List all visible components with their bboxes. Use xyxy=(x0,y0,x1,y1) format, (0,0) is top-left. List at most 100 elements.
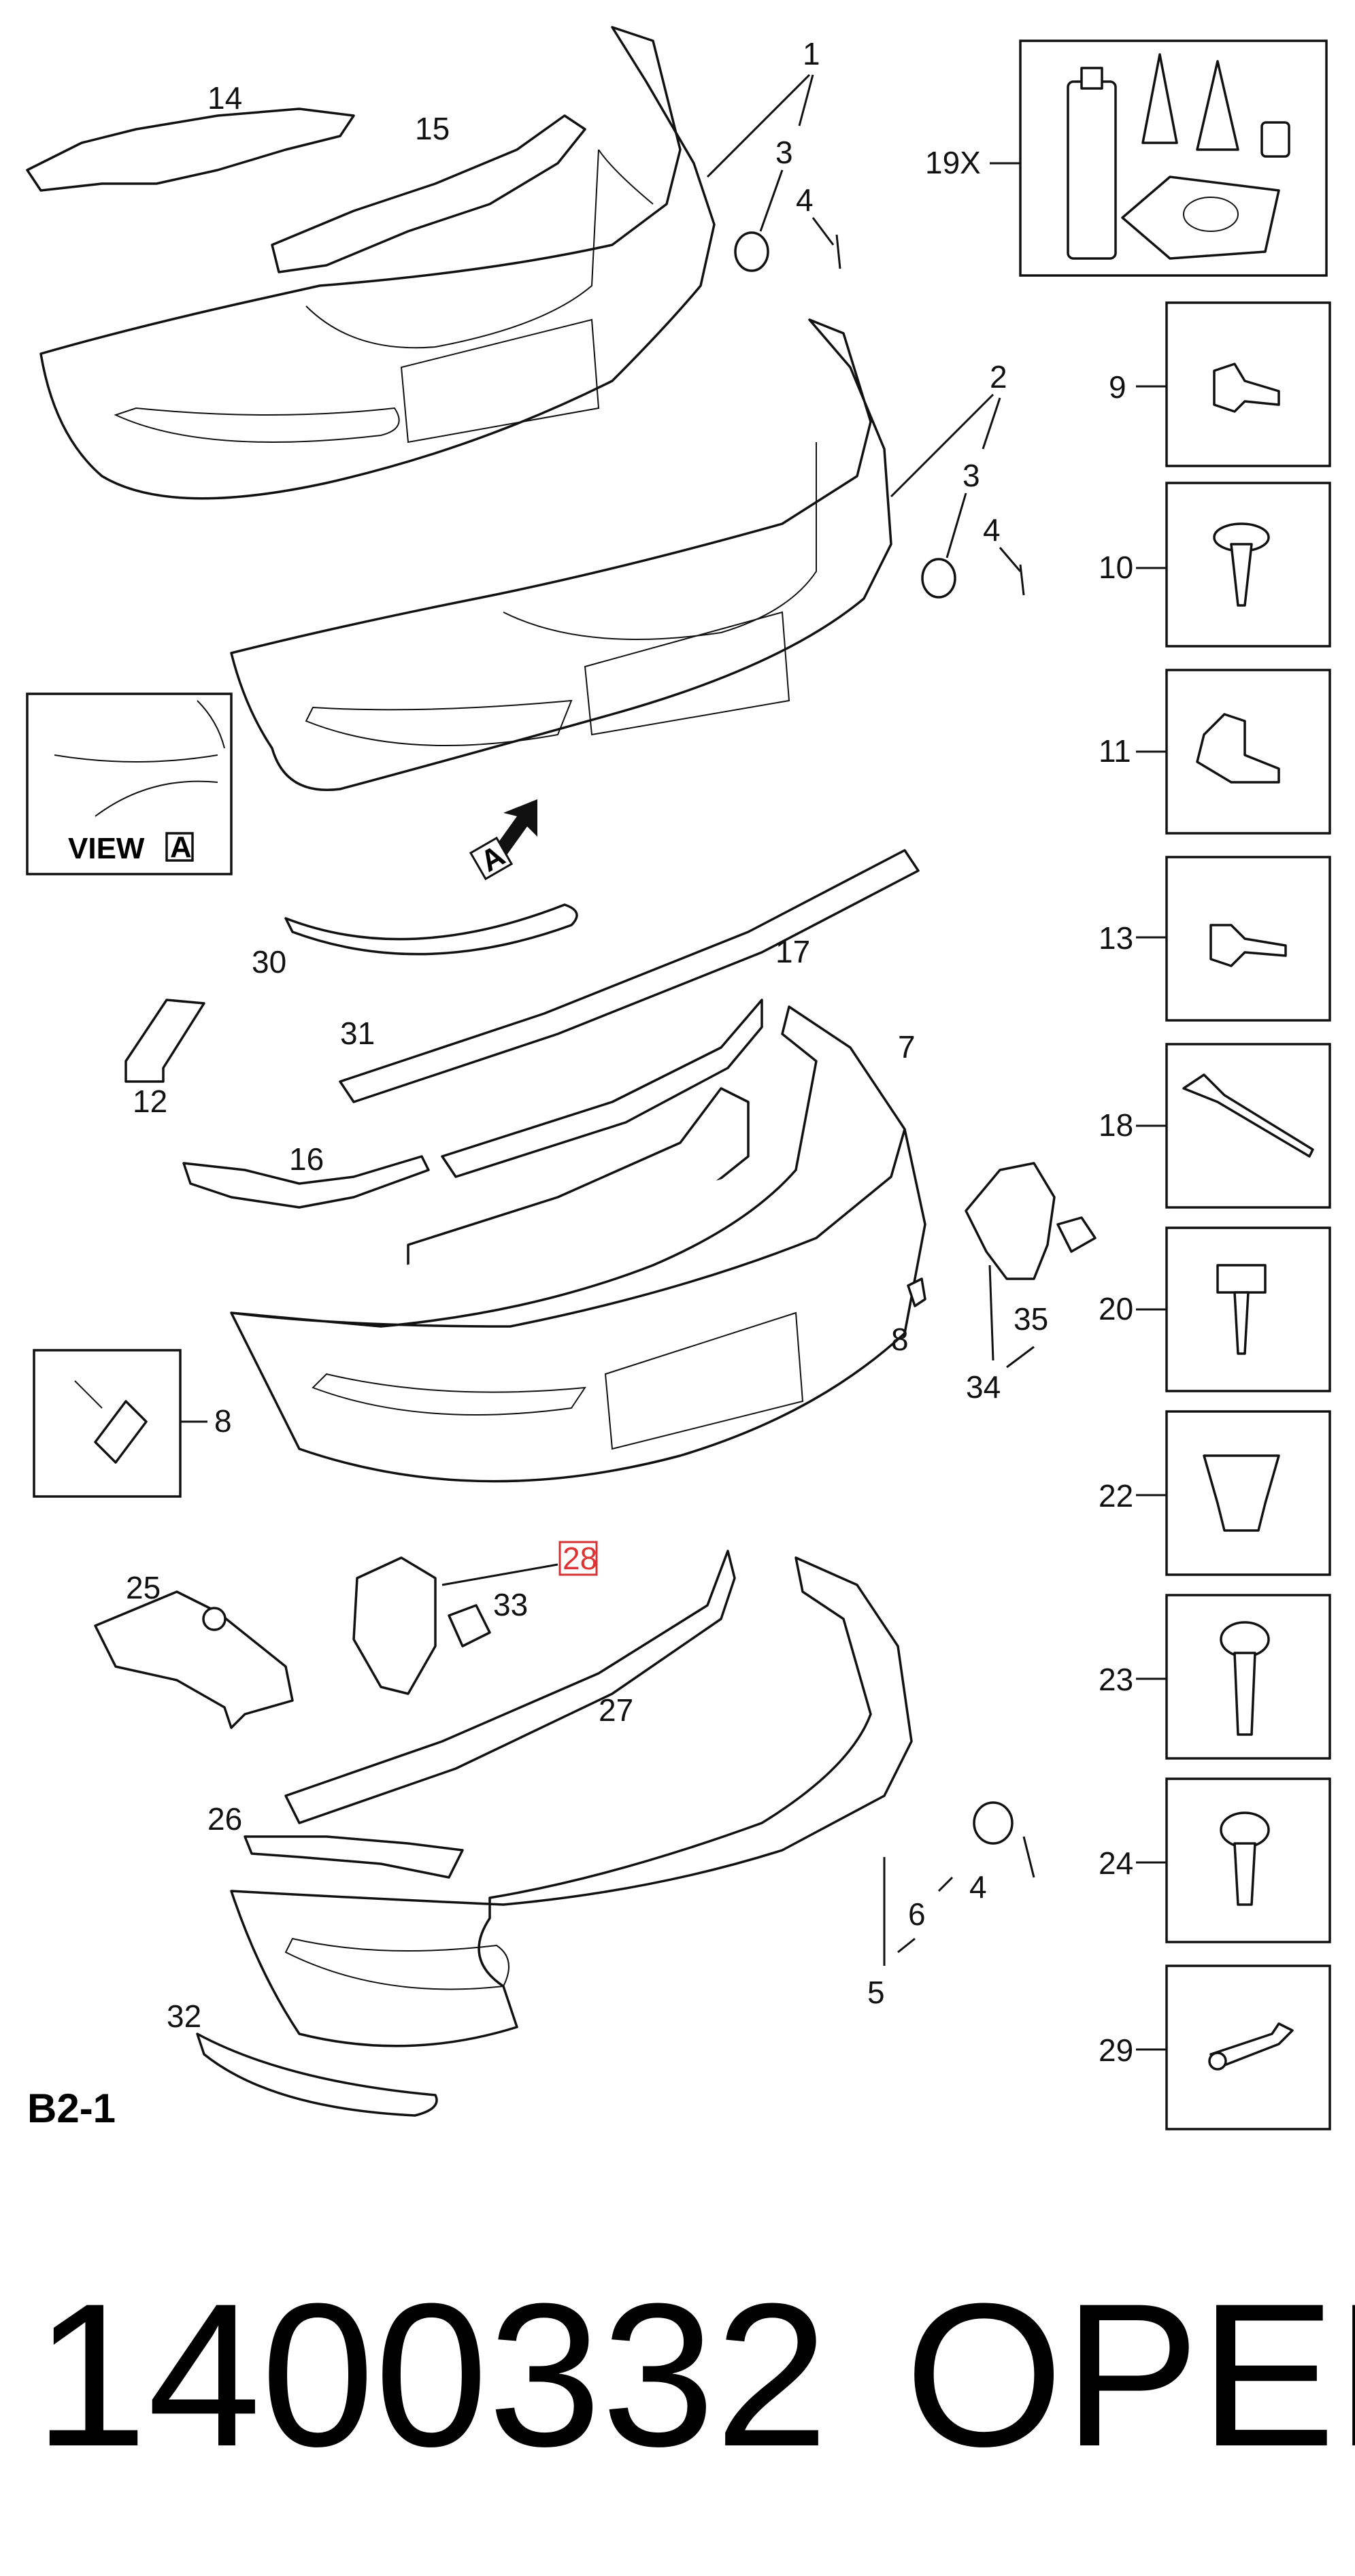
callout-10: 10 xyxy=(1099,550,1167,585)
callout-23: 23 xyxy=(1099,1662,1167,1697)
bumper-cover-lower[interactable] xyxy=(230,1556,913,2047)
svg-text:2: 2 xyxy=(990,359,1007,395)
svg-text:9: 9 xyxy=(1109,369,1126,405)
svg-text:8: 8 xyxy=(214,1403,232,1439)
callout-27-label: 27 xyxy=(599,1692,633,1728)
clip-35[interactable] xyxy=(1056,1216,1097,1253)
bumper-cover-7[interactable] xyxy=(230,1005,926,1483)
clip-4-lower[interactable] xyxy=(1022,1836,1035,1878)
svg-text:19X: 19X xyxy=(925,145,981,180)
view-label: VIEW xyxy=(68,832,145,865)
trim-strip-30[interactable] xyxy=(284,903,578,956)
bracket-12[interactable] xyxy=(124,999,205,1083)
callout-3-upper: 3 xyxy=(759,135,793,232)
sheet-label: B2-1 xyxy=(27,2086,116,2131)
svg-text:3: 3 xyxy=(775,135,793,170)
callout-3-mid: 3 xyxy=(946,458,980,558)
svg-text:24: 24 xyxy=(1099,1845,1133,1881)
callout-31-label: 31 xyxy=(340,1016,375,1051)
fog-cover-lower[interactable] xyxy=(973,1801,1014,1845)
bumper-cover-upper[interactable] xyxy=(39,26,716,500)
svg-text:3: 3 xyxy=(963,458,980,493)
callout-20: 20 xyxy=(1099,1291,1167,1326)
svg-text:34: 34 xyxy=(966,1369,1001,1405)
callout-28-label: 28 xyxy=(563,1541,597,1576)
part-number: 1400332 xyxy=(34,2260,829,2489)
adhesive-kit-box[interactable] xyxy=(1019,39,1328,277)
bracket-14[interactable] xyxy=(26,107,355,192)
svg-text:20: 20 xyxy=(1099,1291,1133,1326)
fastener-box-10[interactable] xyxy=(1165,482,1331,648)
callout-1: 1 xyxy=(706,36,820,178)
callout-29: 29 xyxy=(1099,2033,1167,2068)
callout-7-label: 7 xyxy=(898,1029,916,1065)
trim-strip-32[interactable] xyxy=(196,2033,438,2117)
callout-14-label: 14 xyxy=(207,80,242,116)
bracket-28[interactable] xyxy=(352,1556,437,1695)
fastener-box-9[interactable] xyxy=(1165,301,1331,467)
callout-5-6-4: 5 6 4 xyxy=(867,1857,987,2010)
callout-34-35: 34 35 xyxy=(966,1265,1048,1405)
callout-17-label: 17 xyxy=(775,934,810,969)
svg-text:4: 4 xyxy=(969,1869,987,1905)
bracket-17[interactable] xyxy=(441,999,763,1178)
callout-16-label: 16 xyxy=(289,1141,324,1177)
svg-text:13: 13 xyxy=(1099,920,1133,956)
callout-19: 19X xyxy=(925,145,1020,180)
svg-text:29: 29 xyxy=(1099,2033,1133,2068)
callout-13: 13 xyxy=(1099,920,1167,956)
fastener-box-13[interactable] xyxy=(1165,856,1331,1022)
svg-text:6: 6 xyxy=(908,1896,926,1932)
clip-33[interactable] xyxy=(448,1604,491,1647)
callout-2: 2 xyxy=(890,359,1007,498)
reinforcement-27[interactable] xyxy=(284,1550,736,1824)
highlight-28: 28 xyxy=(441,1541,598,1586)
callout-22: 22 xyxy=(1099,1478,1167,1513)
callout-4-upper: 4 xyxy=(796,182,841,269)
callout-11: 11 xyxy=(1099,733,1167,769)
fastener-box-24[interactable] xyxy=(1165,1777,1331,1943)
fastener-box-11[interactable] xyxy=(1165,669,1331,835)
callout-32-label: 32 xyxy=(167,1998,201,2034)
callout-15-label: 15 xyxy=(415,111,450,146)
bumper-cover-mid[interactable] xyxy=(230,318,892,791)
view-arrow-a: A xyxy=(469,799,537,881)
callout-18: 18 xyxy=(1099,1107,1167,1143)
callout-8-label: 8 xyxy=(891,1322,909,1357)
svg-text:10: 10 xyxy=(1099,550,1133,585)
callout-4-mid: 4 xyxy=(983,512,1025,596)
fastener-box-20[interactable] xyxy=(1165,1226,1331,1392)
bracket-25[interactable] xyxy=(94,1590,294,1729)
view-letter: A xyxy=(170,831,192,864)
bracket-16[interactable] xyxy=(182,1155,430,1209)
callout-12-label: 12 xyxy=(133,1084,167,1119)
reinforcement-31[interactable] xyxy=(339,849,920,1103)
fog-cover-mid[interactable] xyxy=(921,558,956,599)
brand-name: OPEL xyxy=(905,2260,1355,2489)
fastener-box-23[interactable] xyxy=(1165,1594,1331,1760)
callout-25-label: 25 xyxy=(126,1570,161,1605)
bracket-34[interactable] xyxy=(965,1162,1056,1280)
svg-text:4: 4 xyxy=(796,182,814,218)
fastener-box-22[interactable] xyxy=(1165,1410,1331,1576)
svg-text:5: 5 xyxy=(867,1975,885,2010)
fog-cover-upper[interactable] xyxy=(734,231,769,272)
svg-text:4: 4 xyxy=(983,512,1001,548)
inset-8[interactable] xyxy=(33,1349,182,1498)
svg-text:23: 23 xyxy=(1099,1662,1133,1697)
callout-24: 24 xyxy=(1099,1845,1167,1881)
svg-text:35: 35 xyxy=(1014,1301,1048,1337)
clip-8-small[interactable] xyxy=(907,1277,926,1307)
view-a-inset: VIEW A xyxy=(26,692,233,875)
callout-9: 9 xyxy=(1109,369,1167,405)
callout-33-label: 33 xyxy=(493,1587,528,1622)
callout-30-label: 30 xyxy=(252,944,286,980)
bracket-26[interactable] xyxy=(244,1835,464,1879)
fastener-box-18[interactable] xyxy=(1165,1043,1331,1209)
callout-1-label: 1 xyxy=(803,36,820,71)
svg-text:18: 18 xyxy=(1099,1107,1133,1143)
svg-text:22: 22 xyxy=(1099,1478,1133,1513)
bracket-15[interactable] xyxy=(271,114,586,273)
fastener-box-29[interactable] xyxy=(1165,1964,1331,2130)
